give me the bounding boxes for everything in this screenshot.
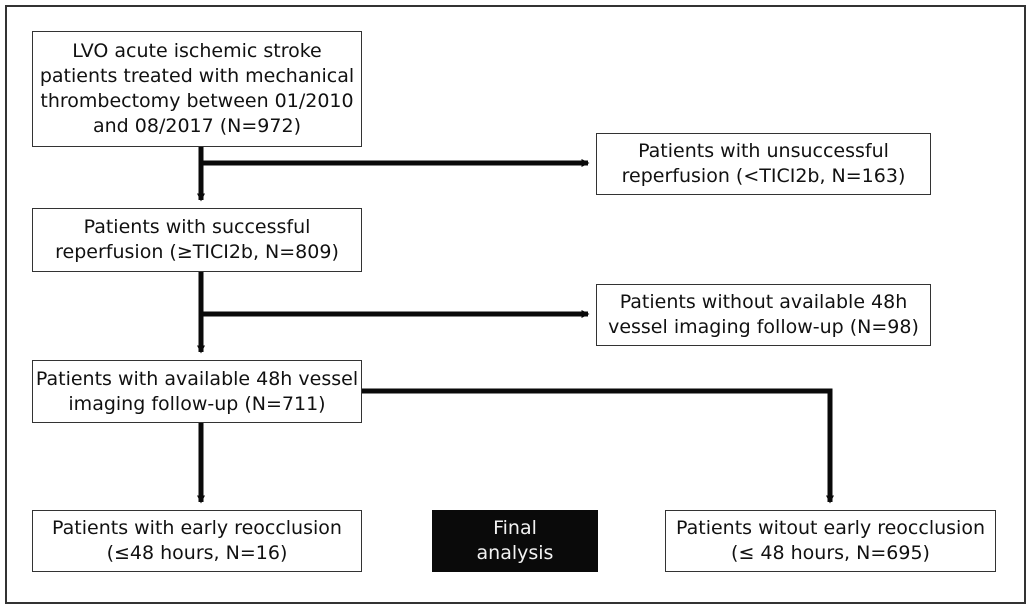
box-with-imaging: Patients with available 48h vessel imagi… (32, 360, 362, 423)
arrow-to-no-reocclusion (362, 388, 834, 504)
box-successful-reperfusion: Patients with successful reperfusion (≥T… (32, 208, 362, 272)
box-without-imaging: Patients without available 48h vessel im… (596, 284, 931, 346)
box-all-patients-text: LVO acute ischemic stroke patients treat… (39, 40, 355, 137)
diagram-frame (5, 5, 1026, 604)
box-final-analysis: Final analysis (432, 510, 598, 572)
box-unsuccessful-reperfusion: Patients with unsuccessful reperfusion (… (596, 133, 931, 195)
box-all-patients: LVO acute ischemic stroke patients treat… (32, 31, 362, 147)
box-no-reocclusion: Patients witout early reocclusion (≤ 48 … (665, 510, 996, 572)
box-early-reocclusion: Patients with early reocclusion (≤48 hou… (32, 510, 362, 572)
